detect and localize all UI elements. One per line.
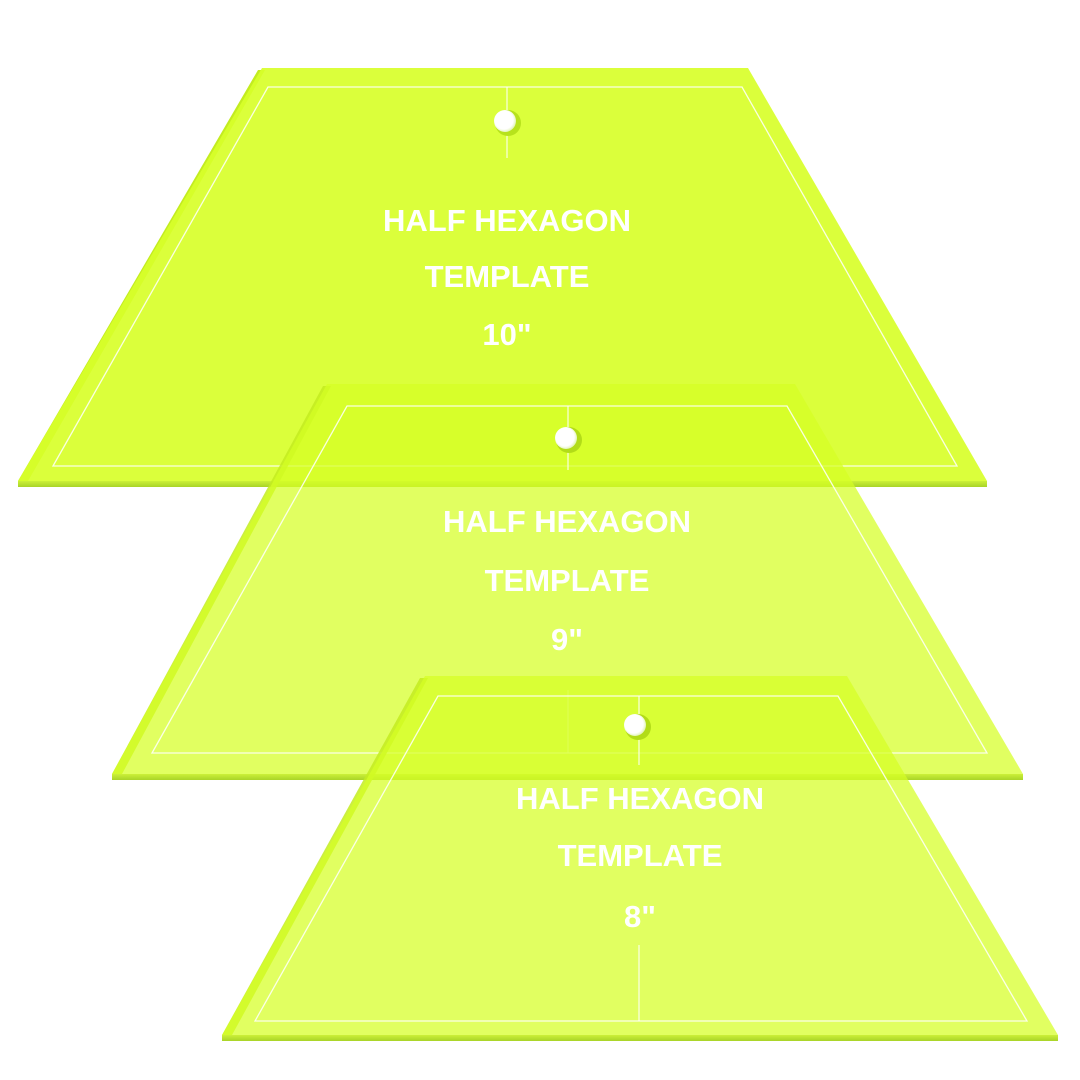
template-10-face xyxy=(18,68,987,481)
template-8-size: 8" xyxy=(624,899,656,934)
template-10-inch: HALF HEXAGON TEMPLATE 10" xyxy=(18,68,987,487)
template-8-face xyxy=(222,676,1058,1035)
template-10-size: 10" xyxy=(482,317,531,352)
template-8-inch: HALF HEXAGON TEMPLATE 8" xyxy=(222,676,1058,1041)
template-9-title: HALF HEXAGON xyxy=(443,504,691,539)
template-10-subtitle: TEMPLATE xyxy=(425,259,590,294)
template-8-title: HALF HEXAGON xyxy=(516,781,764,816)
template-8-subtitle: TEMPLATE xyxy=(558,838,723,873)
template-9-subtitle: TEMPLATE xyxy=(485,563,650,598)
hang-hole-10 xyxy=(494,110,521,136)
template-9-size: 9" xyxy=(551,622,583,657)
hang-hole-8 xyxy=(624,714,651,740)
template-10-title: HALF HEXAGON xyxy=(383,203,631,238)
hang-hole-9 xyxy=(555,427,582,453)
template-8-border-line xyxy=(253,695,1029,1022)
template-9-border-line xyxy=(150,405,989,754)
template-10-border-line xyxy=(51,86,959,467)
